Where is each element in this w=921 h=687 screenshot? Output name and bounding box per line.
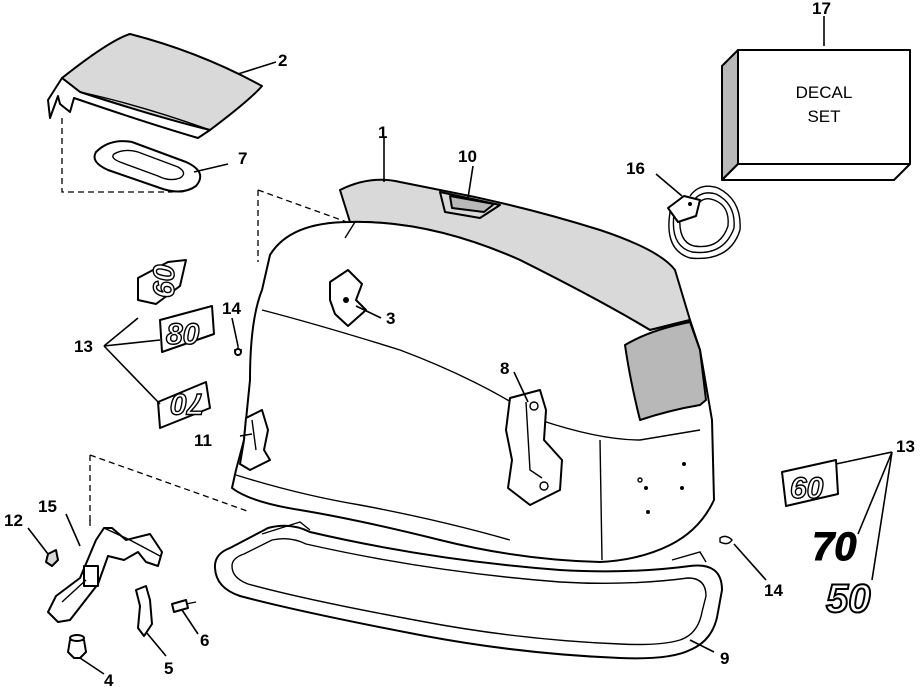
callout-12: 12 bbox=[4, 511, 23, 530]
leader-lines bbox=[27, 16, 893, 675]
part-9-seal-gasket bbox=[213, 521, 723, 660]
emblem-right-2: 70 bbox=[812, 525, 857, 569]
callout-17: 17 bbox=[812, 0, 831, 18]
part-6-screw bbox=[171, 599, 197, 613]
emblem-left-2: 80 bbox=[166, 318, 200, 351]
alignment-lines bbox=[61, 118, 356, 530]
part-1-engine-cover bbox=[231, 178, 715, 563]
part-14-screws bbox=[234, 346, 733, 545]
part-11-side-plate bbox=[239, 409, 271, 471]
emblem-right-3: 50 bbox=[826, 577, 871, 621]
callout-5: 5 bbox=[164, 659, 173, 678]
callout-15: 15 bbox=[38, 497, 57, 516]
callout-13-right: 13 bbox=[896, 437, 915, 456]
callout-2: 2 bbox=[278, 51, 287, 70]
part-13-emblems-right: 60 70 50 bbox=[781, 459, 872, 622]
callout-1: 1 bbox=[378, 123, 387, 142]
callout-13-left: 13 bbox=[74, 337, 93, 356]
callout-9: 9 bbox=[720, 649, 729, 668]
callout-14-left: 14 bbox=[222, 299, 241, 318]
emblem-left-1: 60 bbox=[148, 264, 181, 298]
part-5-clip-plate bbox=[135, 585, 153, 637]
part-8-latch-bracket bbox=[505, 389, 563, 506]
callout-16: 16 bbox=[626, 159, 645, 178]
callout-8: 8 bbox=[500, 359, 509, 378]
emblem-left-3: 70 bbox=[170, 387, 204, 420]
callout-7: 7 bbox=[238, 149, 247, 168]
part-15-bracket bbox=[47, 527, 163, 623]
emblem-right-1: 60 bbox=[790, 472, 824, 505]
callout-10: 10 bbox=[458, 147, 477, 166]
part-13-emblems-left: 60 80 70 bbox=[137, 259, 215, 429]
callout-4: 4 bbox=[104, 671, 114, 687]
part-4-grommet bbox=[67, 634, 87, 659]
part-12-clip bbox=[45, 549, 59, 567]
callout-3: 3 bbox=[386, 309, 395, 328]
callout-6: 6 bbox=[200, 631, 209, 650]
callout-numbers: 2 1 10 7 3 8 11 9 16 17 13 13 14 14 15 1… bbox=[4, 0, 915, 687]
callout-14-right: 14 bbox=[764, 581, 783, 600]
part-17-decal-set-box: DECAL SET bbox=[721, 49, 911, 181]
part-10-tab bbox=[449, 195, 495, 213]
callout-11: 11 bbox=[194, 431, 212, 450]
part-16-cable bbox=[667, 185, 741, 260]
part-2-top-cover bbox=[47, 33, 263, 139]
decal-label-line1: DECAL bbox=[796, 83, 853, 102]
decal-label-line2: SET bbox=[807, 107, 840, 126]
part-7-plate bbox=[93, 140, 202, 193]
